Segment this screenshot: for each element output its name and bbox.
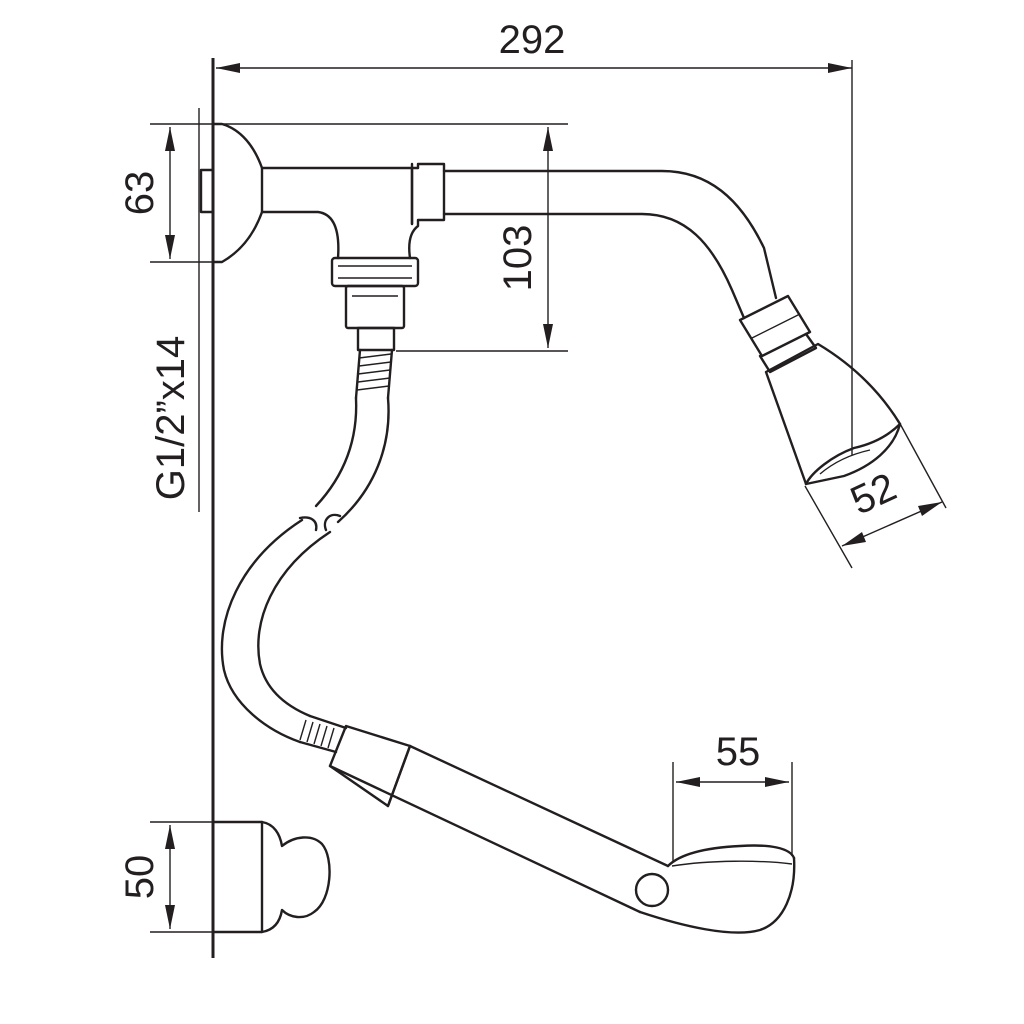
dimension-103: 103	[396, 127, 568, 352]
wall-elbow-fitting	[199, 122, 446, 264]
dimension-292: 292	[216, 18, 853, 455]
flexible-hose	[220, 348, 394, 754]
shower-head	[738, 294, 902, 486]
wall-holder	[211, 820, 331, 934]
shower-arm	[442, 169, 778, 320]
dimension-50: 50	[118, 821, 213, 933]
hand-shower	[328, 724, 796, 934]
outlet-connector	[330, 256, 420, 352]
dim-label-63: 63	[118, 171, 162, 216]
dim-label-thread: G1/2”x14	[149, 336, 193, 501]
dimension-63: 63	[118, 123, 568, 263]
dimension-thread: G1/2”x14	[149, 108, 200, 512]
dim-label-55: 55	[716, 730, 761, 774]
dimension-55: 55	[672, 730, 793, 862]
dim-label-50: 50	[118, 855, 162, 900]
dim-label-292: 292	[499, 18, 566, 62]
dim-label-103: 103	[496, 225, 540, 292]
